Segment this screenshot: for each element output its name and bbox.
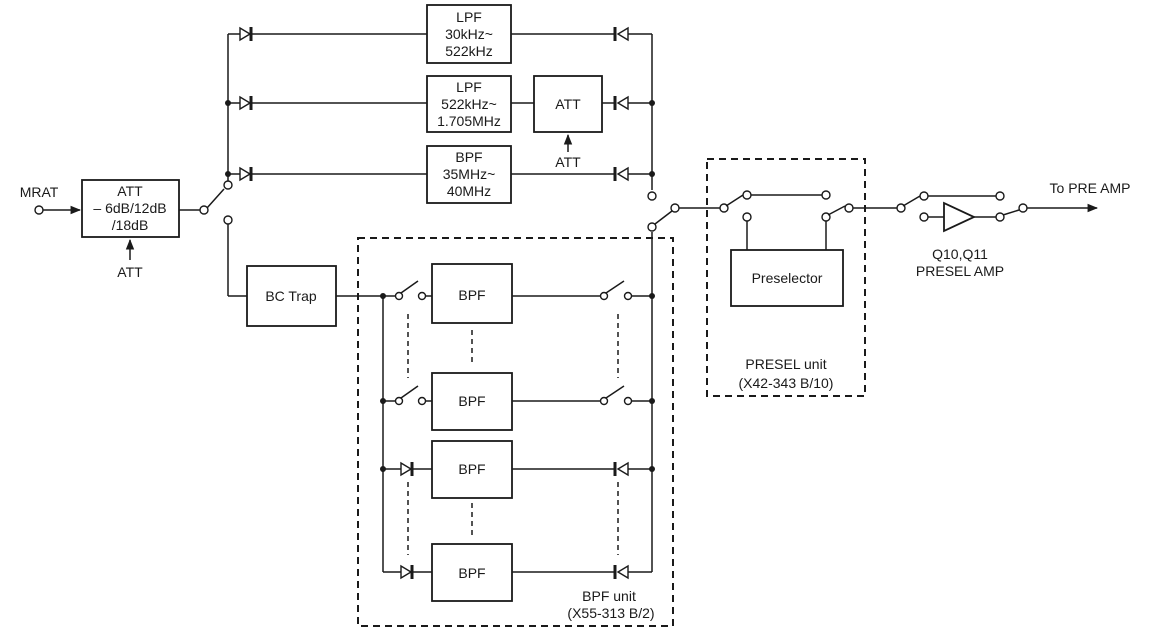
lpf2-line3: 1.705MHz bbox=[437, 113, 501, 129]
lpf1-line1: LPF bbox=[456, 9, 482, 25]
bc-trap-label: BC Trap bbox=[265, 288, 317, 304]
bpf-unit-label-4: BPF bbox=[458, 565, 485, 581]
bpf-unit-title: BPF unit bbox=[582, 588, 636, 604]
lpf1-box bbox=[426, 4, 512, 64]
presel-unit-title: PRESEL unit bbox=[745, 356, 826, 372]
bpf-unit-code: (X55-313 B/2) bbox=[567, 605, 654, 621]
att-main-line2: – 6dB/12dB bbox=[93, 200, 166, 216]
amplifier-icon bbox=[943, 201, 977, 233]
att-lpf2-control-label: ATT bbox=[555, 154, 581, 170]
bc-trap-block: BC Trap bbox=[246, 265, 383, 327]
presel-amp-title: PRESEL AMP bbox=[916, 263, 1004, 279]
bpf-unit-box-3 bbox=[431, 440, 513, 499]
presel-unit-boundary bbox=[706, 158, 866, 397]
bpf-unit-label-3: BPF bbox=[458, 461, 485, 477]
att-main-control-label: ATT bbox=[117, 264, 143, 280]
bpf-unit-boundary bbox=[357, 237, 674, 627]
lpf1-line2: 30kHz~ bbox=[445, 26, 493, 42]
input-switch bbox=[179, 34, 247, 297]
lpf1-line3: 522kHz bbox=[445, 43, 492, 59]
mrat-input: MRAT bbox=[20, 184, 82, 215]
lpf2-path: LPF 522kHz~ 1.705MHz ATT ATT bbox=[228, 75, 652, 170]
bpf-top-line1: BPF bbox=[455, 149, 482, 165]
att-main-line3: /18dB bbox=[112, 217, 149, 233]
output-label: To PRE AMP bbox=[1050, 180, 1131, 196]
bpf-top-line2: 35MHz~ bbox=[443, 166, 496, 182]
mrat-terminal bbox=[34, 205, 44, 215]
lpf2-box bbox=[426, 75, 512, 133]
bpf-unit-label-1: BPF bbox=[458, 287, 485, 303]
lpf2-line1: LPF bbox=[456, 79, 482, 95]
presel-unit-code: (X42-343 B/10) bbox=[739, 375, 834, 391]
output-select-switch bbox=[647, 191, 720, 232]
lpf2-line2: 522kHz~ bbox=[441, 96, 497, 112]
preselector-box bbox=[730, 249, 844, 307]
mrat-label: MRAT bbox=[20, 184, 59, 200]
bpf-unit-box-1 bbox=[431, 263, 513, 324]
att-main-line1: ATT bbox=[117, 183, 143, 199]
att-lpf2-box bbox=[533, 75, 603, 133]
bpf-unit-internals: BPF BPF BPF BPF bbox=[380, 232, 655, 621]
att-main-box bbox=[81, 179, 180, 238]
lpf1-path: LPF 30kHz~ 522kHz bbox=[228, 4, 652, 64]
presel-amp-transistors: Q10,Q11 bbox=[932, 246, 988, 262]
bpf-top-box bbox=[426, 145, 512, 204]
bpf-unit-label-2: BPF bbox=[458, 393, 485, 409]
att-main-block: ATT – 6dB/12dB /18dB ATT bbox=[81, 179, 180, 280]
bpf-unit-box-4 bbox=[431, 543, 513, 602]
presel-unit: Preselector PRESEL unit (X42-343 B/10) bbox=[719, 190, 854, 391]
bpf-top-line3: 40MHz bbox=[447, 183, 491, 199]
preselector-label: Preselector bbox=[752, 270, 823, 286]
att-lpf2-label: ATT bbox=[555, 96, 581, 112]
presel-amp-section: Q10,Q11 PRESEL AMP To PRE AMP bbox=[853, 180, 1130, 279]
bc-trap-box bbox=[246, 265, 337, 327]
bpf-top-path: BPF 35MHz~ 40MHz bbox=[228, 145, 652, 204]
